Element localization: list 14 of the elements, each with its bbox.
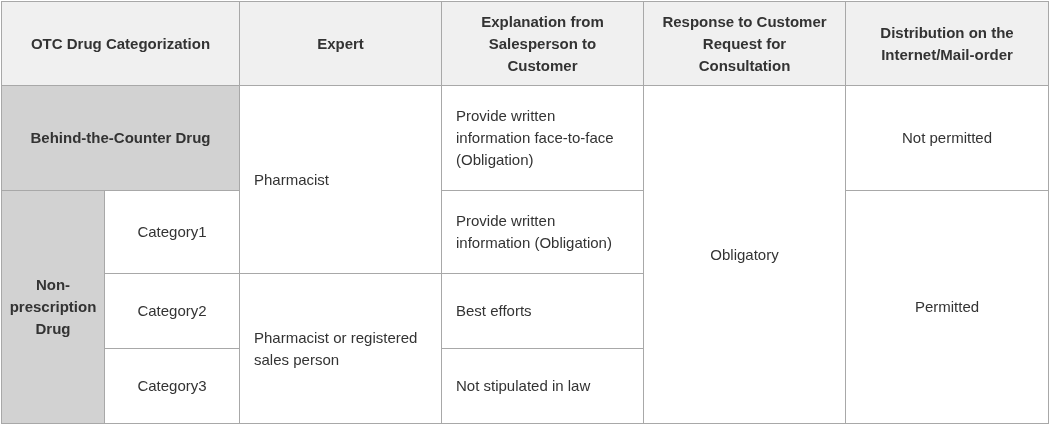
category-cell: Non-prescription Drug — [1, 190, 105, 424]
table-cell: Permitted — [845, 190, 1049, 424]
category-cell: Behind-the-Counter Drug — [1, 85, 240, 191]
header-cell: Explanation from Salesperson to Customer — [441, 1, 644, 86]
table-cell: Pharmacist — [239, 85, 442, 274]
table-cell: Obligatory — [643, 85, 846, 424]
table-cell: Provide written information face-to-face (Obligation) — [441, 85, 644, 191]
table-cell: Not permitted — [845, 85, 1049, 191]
table-cell: Pharmacist or registered sales person — [239, 273, 442, 424]
header-cell: Distribution on the Internet/Mail-order — [845, 1, 1049, 86]
table-cell: Category2 — [104, 273, 240, 349]
header-cell: Response to Customer Request for Consultation — [643, 1, 846, 86]
header-cell: Expert — [239, 1, 442, 86]
header-cell: OTC Drug Categorization — [1, 1, 240, 86]
